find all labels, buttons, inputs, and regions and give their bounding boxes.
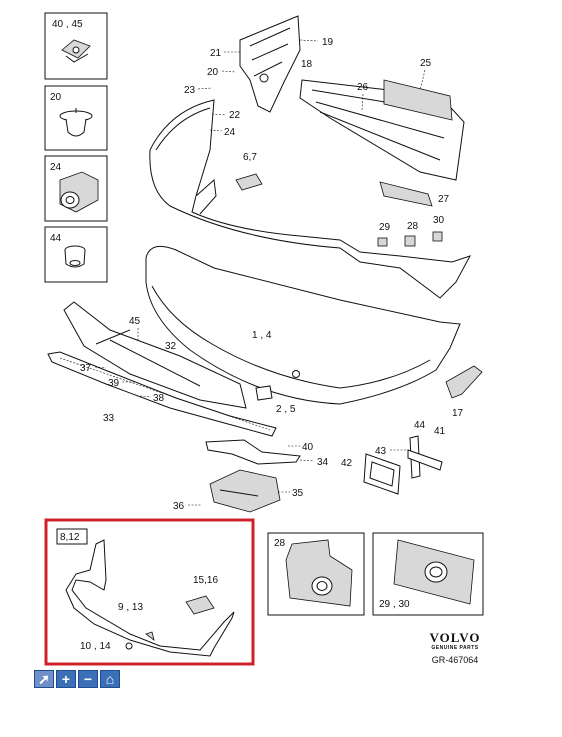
bracket-35[interactable] xyxy=(209,469,281,513)
clip-6-7[interactable] xyxy=(235,173,263,191)
label-20: 20 xyxy=(207,67,219,78)
brand-tagline: GENUINE PARTS xyxy=(431,645,479,651)
label-38: 38 xyxy=(153,393,165,404)
clip-28[interactable] xyxy=(404,235,416,247)
label-25: 25 xyxy=(420,58,432,69)
detail-box-29-30[interactable]: 29 , 30 xyxy=(372,532,484,616)
label-34: 34 xyxy=(317,457,329,468)
box-label-15-16: 15,16 xyxy=(193,575,218,586)
detail-box-28[interactable]: 28 xyxy=(267,532,365,616)
rear-body-outline xyxy=(149,99,472,299)
label-35: 35 xyxy=(292,488,304,499)
highlighted-assembly-8-12[interactable]: 8,12 15,16 9 , 13 10 , 14 xyxy=(44,518,255,666)
label-44: 44 xyxy=(414,420,426,431)
label-39: 39 xyxy=(108,378,120,389)
inset-label-40-45: 40 , 45 xyxy=(52,19,83,30)
label-1-4: 1 , 4 xyxy=(252,330,272,341)
label-22: 22 xyxy=(229,110,241,121)
label-17: 17 xyxy=(452,408,464,419)
label-43: 43 xyxy=(375,446,387,457)
zoom-in-icon[interactable]: + xyxy=(56,670,76,688)
label-33: 33 xyxy=(103,413,115,424)
bumper-cover-1-4[interactable] xyxy=(145,245,461,405)
label-36: 36 xyxy=(173,501,185,512)
label-30: 30 xyxy=(433,215,445,226)
clip-29[interactable] xyxy=(377,237,388,247)
label-18: 18 xyxy=(301,59,313,70)
label-42: 42 xyxy=(341,458,353,469)
inset-push-rivet-20[interactable]: 20 xyxy=(44,85,108,151)
label-23: 23 xyxy=(184,85,196,96)
reinforcement-beam-25-26[interactable] xyxy=(299,79,465,181)
grille-strip-33[interactable] xyxy=(47,351,277,437)
label-29: 29 xyxy=(379,222,391,233)
label-32: 32 xyxy=(165,341,177,352)
label-21: 21 xyxy=(210,48,222,59)
box-label-8-12: 8,12 xyxy=(60,532,80,543)
label-45: 45 xyxy=(129,316,141,327)
inset-label-24: 24 xyxy=(50,162,62,173)
label-26: 26 xyxy=(357,82,369,93)
detail-label-28: 28 xyxy=(274,538,286,549)
label-19: 19 xyxy=(322,37,334,48)
label-24: 24 xyxy=(224,127,236,138)
box-label-9-13: 9 , 13 xyxy=(118,602,143,613)
inset-sensor-holder-24[interactable]: 24 xyxy=(44,155,108,222)
detail-label-29-30: 29 , 30 xyxy=(379,599,410,610)
lower-trim-32[interactable] xyxy=(63,301,247,409)
inset-label-20: 20 xyxy=(50,92,62,103)
diagram-code: GR-467064 xyxy=(431,655,479,665)
bracket-assembly-18-19[interactable] xyxy=(239,15,301,113)
brand-name: VOLVO xyxy=(429,630,481,645)
brand-logo: VOLVO GENUINE PARTS GR-467064 xyxy=(422,630,488,665)
inset-clip-40-45[interactable]: 40 , 45 xyxy=(44,12,108,80)
inset-nut-44[interactable]: 44 xyxy=(44,226,108,283)
home-icon[interactable]: ⌂ xyxy=(100,670,120,688)
label-41: 41 xyxy=(434,426,446,437)
bracket-27[interactable] xyxy=(379,181,433,207)
inset-label-44: 44 xyxy=(50,233,62,244)
bracket-17[interactable] xyxy=(445,365,483,399)
label-27: 27 xyxy=(438,194,450,205)
bracket-41-43[interactable] xyxy=(407,435,443,479)
label-40: 40 xyxy=(302,442,314,453)
cursor-icon[interactable]: ➚ xyxy=(34,670,54,688)
zoom-out-icon[interactable]: − xyxy=(78,670,98,688)
box-label-10-14: 10 , 14 xyxy=(80,641,111,652)
label-6-7: 6,7 xyxy=(243,152,257,163)
trim-bracket-34[interactable] xyxy=(205,439,301,465)
zoom-toolbar: ➚ + − ⌂ xyxy=(34,670,120,688)
license-bracket-42[interactable] xyxy=(363,453,401,495)
label-37: 37 xyxy=(80,363,92,374)
clip-30[interactable] xyxy=(432,231,443,242)
label-2-5: 2 , 5 xyxy=(276,404,296,415)
label-28: 28 xyxy=(407,221,419,232)
